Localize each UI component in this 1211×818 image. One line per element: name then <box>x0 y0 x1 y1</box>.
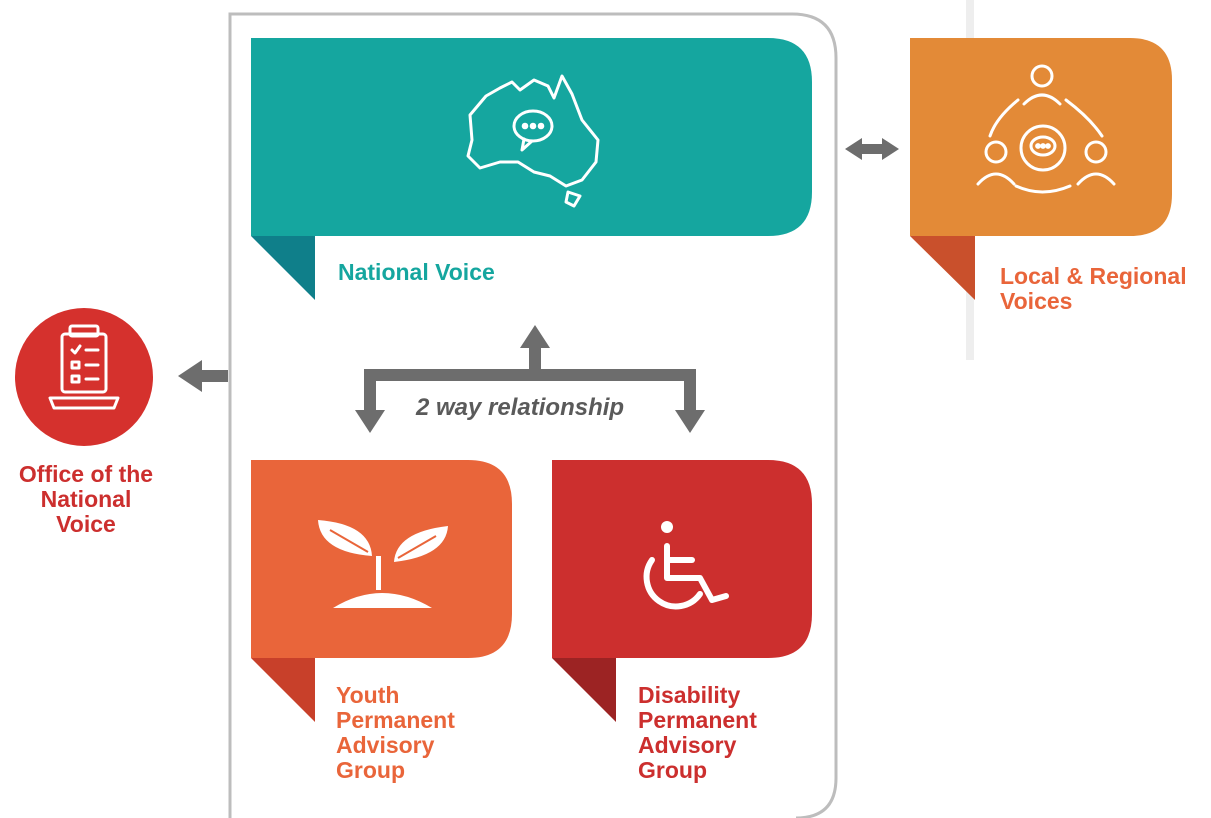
relationship-connector <box>355 325 705 433</box>
double-arrow-local <box>845 138 899 160</box>
youth-line-1: Youth <box>336 682 400 708</box>
local-regional-voices-line-2: Voices <box>1000 288 1073 314</box>
local-regional-voices-line-1: Local & Regional <box>1000 263 1187 289</box>
disability-group-label: Disability Permanent Advisory Group <box>638 683 757 783</box>
office-label: Office of the National Voice <box>6 462 166 537</box>
disability-line-3: Advisory <box>638 732 737 758</box>
disability-line-4: Group <box>638 757 707 783</box>
national-voice-label: National Voice <box>338 259 495 285</box>
office-line-3: Voice <box>56 511 116 537</box>
youth-line-4: Group <box>336 757 405 783</box>
arrow-to-office <box>178 360 228 392</box>
youth-group-label: Youth Permanent Advisory Group <box>336 683 455 783</box>
laptop-checklist-icon <box>48 324 120 410</box>
disability-line-2: Permanent <box>638 707 757 733</box>
office-line-1: Office of the <box>18 461 154 487</box>
national-voice-card <box>251 38 812 300</box>
people-network-chat-icon <box>976 64 1116 194</box>
office-circle <box>15 308 153 446</box>
disability-line-1: Disability <box>638 682 741 708</box>
relationship-label: 2 way relationship <box>412 394 629 422</box>
office-line-2: National <box>40 486 132 512</box>
australia-chat-icon <box>466 74 600 208</box>
youth-line-2: Permanent <box>336 707 455 733</box>
wheelchair-icon <box>643 521 729 610</box>
youth-card <box>251 460 512 722</box>
group-frame <box>228 12 838 818</box>
youth-line-3: Advisory <box>336 732 435 758</box>
local-regional-voices-label: Local & Regional Voices <box>1000 264 1187 314</box>
